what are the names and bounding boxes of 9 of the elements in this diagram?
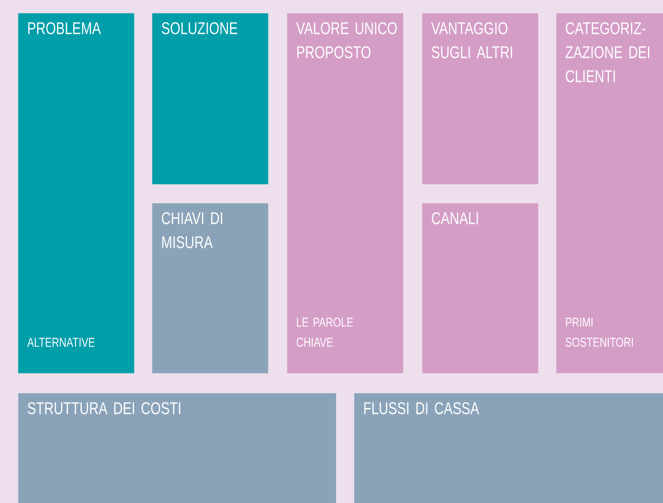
canvas-box: VALORE UNICO PROPOSTO LE PAROLE CHIAVE: [287, 13, 404, 374]
canvas-box: CHIAVI DI MISURA: [152, 203, 268, 374]
canvas-box: CATEGORIZ-ZAZIONE DEI CLIENTI PRIMI SOSTENITORI: [556, 13, 663, 374]
canvas-box: STRUTTURA DEI COSTI: [18, 393, 336, 503]
canvas-box: VANTAGGIO SUGLI ALTRI: [422, 13, 538, 184]
canvas-box: PROBLEMA ALTERNATIVE: [18, 13, 134, 374]
canvas-box: SOLUZIONE: [152, 13, 268, 184]
canvas-box: CANALI: [422, 203, 538, 374]
canvas-box: FLUSSI DI CASSA: [354, 393, 663, 503]
